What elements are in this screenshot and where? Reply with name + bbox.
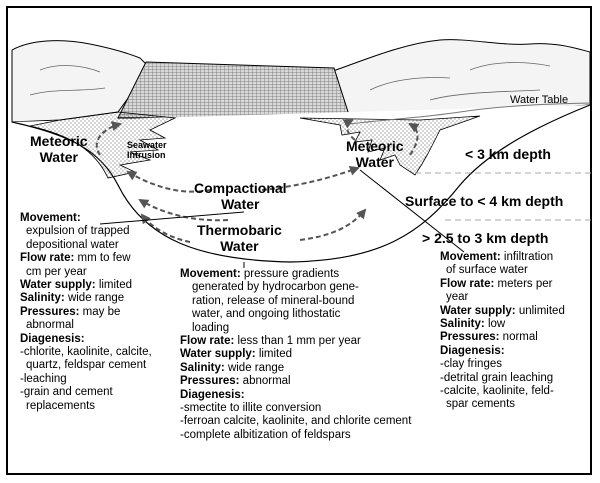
depth-label-deep: > 2.5 to 3 km depth (422, 230, 549, 246)
compactional-water-description: Movement: expulsion of trapped depositio… (20, 212, 152, 412)
meteoric-zone-right (299, 115, 481, 176)
lake (117, 61, 351, 119)
meteoric-water-description: Movement: infiltration of surface water … (440, 251, 565, 411)
depth-label-middle: Surface to < 4 km depth (405, 193, 564, 209)
water-table-label: Water Table (510, 94, 569, 106)
right-upland (329, 39, 591, 125)
thermobaric-water-description: Movement: pressure gradients generated b… (180, 268, 412, 441)
meteoric-zone-left (29, 111, 177, 179)
depth-label-shallow: < 3 km depth (465, 146, 551, 162)
water-table-line (349, 102, 591, 125)
figure-frame (6, 6, 592, 475)
